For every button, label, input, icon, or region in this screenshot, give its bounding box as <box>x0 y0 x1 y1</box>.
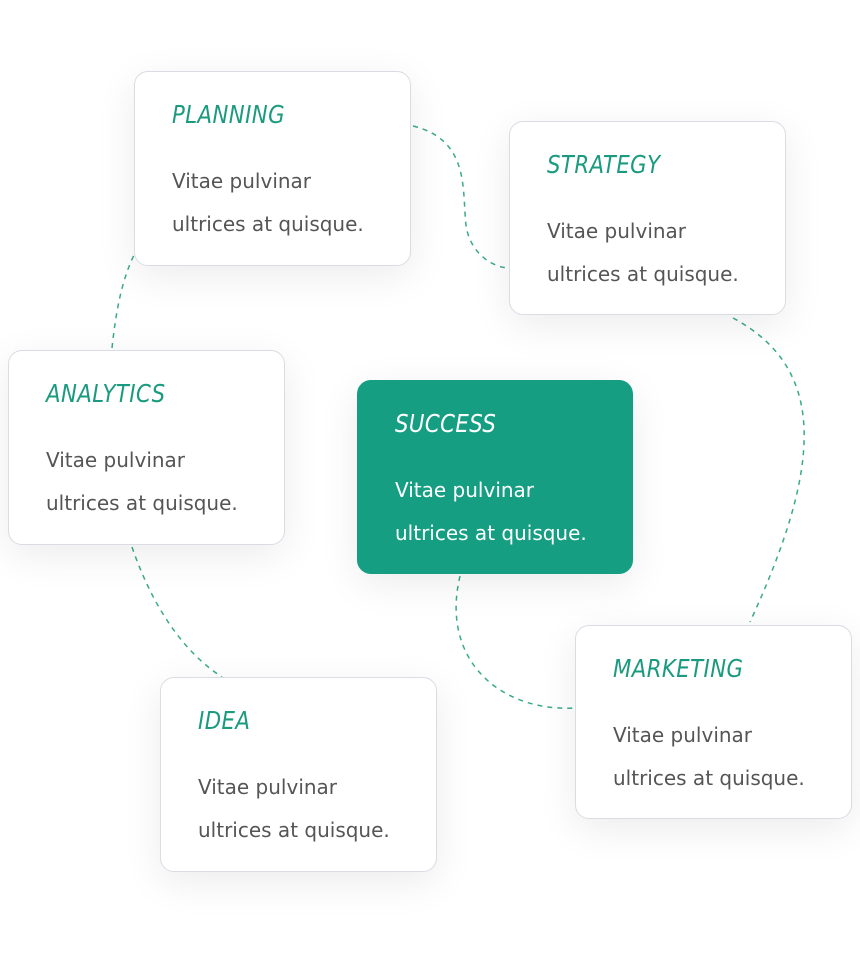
desc-line: ultrices at quisque. <box>547 262 739 286</box>
card-strategy: STRATEGY Vitae pulvinar ultrices at quisq… <box>509 121 786 315</box>
card-title: STRATEGY <box>547 150 661 179</box>
card-idea: IDEA Vitae pulvinar ultrices at quisque. <box>160 677 437 872</box>
connector-strategy-marketing <box>732 317 805 623</box>
card-description: Vitae pulvinar ultrices at quisque. <box>547 210 777 296</box>
desc-line: Vitae pulvinar <box>46 448 186 472</box>
connector-analytics-planning <box>111 254 135 349</box>
card-description: Vitae pulvinar ultrices at quisque. <box>198 766 428 852</box>
desc-line: ultrices at quisque. <box>198 818 390 842</box>
card-title: PLANNING <box>172 100 286 129</box>
card-title: SUCCESS <box>395 409 497 438</box>
card-planning: PLANNING Vitae pulvinar ultrices at quisq… <box>134 71 411 266</box>
card-description: Vitae pulvinar ultrices at quisque. <box>172 160 402 246</box>
desc-line: Vitae pulvinar <box>613 723 753 747</box>
desc-line: Vitae pulvinar <box>547 219 687 243</box>
card-title: ANALYTICS <box>46 379 166 408</box>
connector-success-marketing <box>455 575 576 709</box>
desc-line: Vitae pulvinar <box>395 478 535 502</box>
desc-line: ultrices at quisque. <box>172 212 364 236</box>
card-description: Vitae pulvinar ultrices at quisque. <box>46 439 276 525</box>
connector-planning-strategy <box>412 125 510 269</box>
card-description: Vitae pulvinar ultrices at quisque. <box>613 714 843 800</box>
card-title: IDEA <box>198 706 251 735</box>
card-analytics: ANALYTICS Vitae pulvinar ultrices at quis… <box>8 350 285 545</box>
desc-line: ultrices at quisque. <box>46 491 238 515</box>
desc-line: ultrices at quisque. <box>613 766 805 790</box>
card-description: Vitae pulvinar ultrices at quisque. <box>395 469 625 555</box>
card-title: MARKETING <box>613 654 744 683</box>
card-success: SUCCESS Vitae pulvinar ultrices at quisqu… <box>357 380 633 574</box>
desc-line: Vitae pulvinar <box>172 169 312 193</box>
connector-analytics-idea <box>131 546 223 678</box>
desc-line: ultrices at quisque. <box>395 521 587 545</box>
card-marketing: MARKETING Vitae pulvinar ultrices at quis… <box>575 625 852 819</box>
desc-line: Vitae pulvinar <box>198 775 338 799</box>
